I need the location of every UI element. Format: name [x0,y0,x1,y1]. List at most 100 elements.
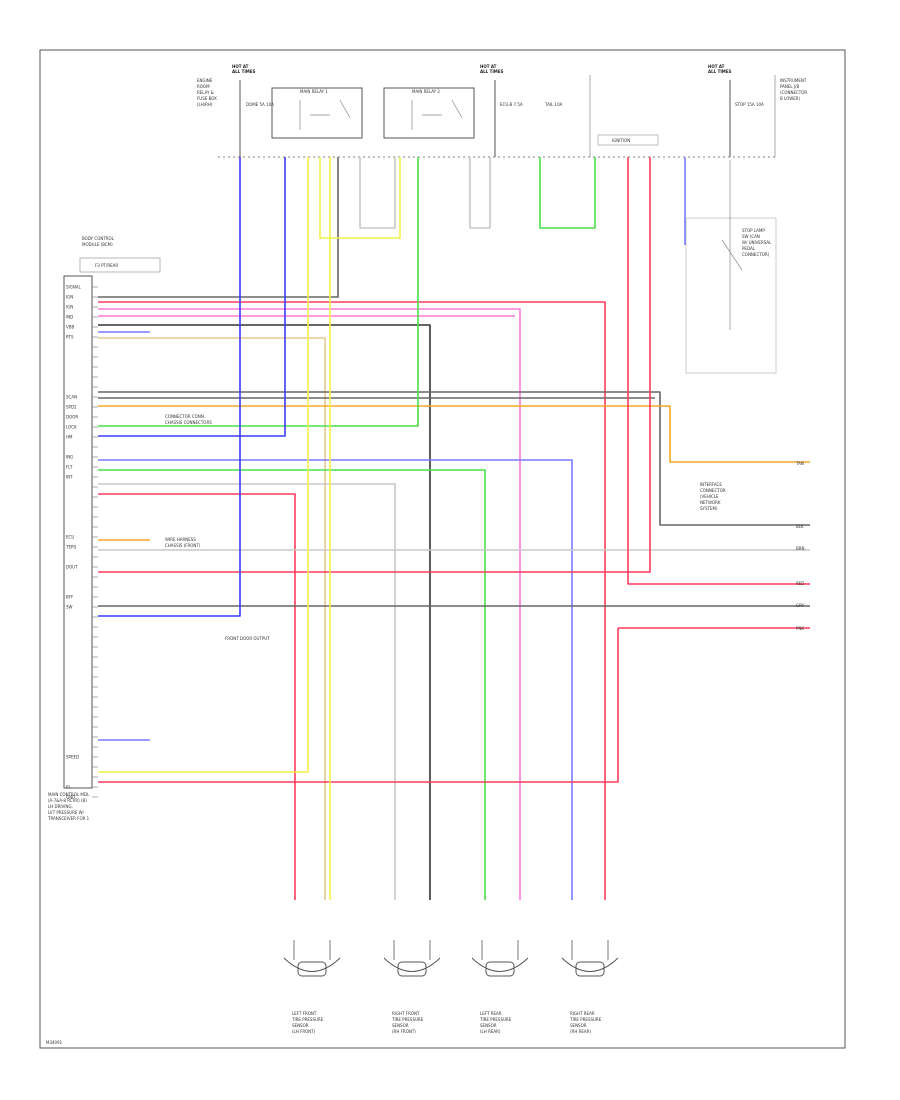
wire-19 [98,157,651,573]
fuse-label-1: DOME 5A 10A [246,102,274,107]
svg-text:TRANSCEIVER FOR 1: TRANSCEIVER FOR 1 [47,816,90,821]
right-wire-label-4: RED [796,581,804,586]
ecu-pin-label: SPD2 [66,405,77,410]
left-rear-sensor-label: LEFT REAR [480,1011,502,1016]
stop-lamp-label: STOP LAMP SW (CAN W/ UNIVERSAL PEDAL CON… [742,228,772,257]
svg-text:NETWORK: NETWORK [700,500,721,505]
footer-code: M34091 [46,1040,63,1045]
right-front-sensor-label: TIRE PRESSURE [391,1017,424,1022]
svg-text:MAIN CONTROL MDL: MAIN CONTROL MDL [48,792,90,797]
right-wire-label-6: PNK [796,626,804,631]
right-wire-label-3: BRN [796,546,805,551]
wire-8 [98,391,810,526]
ecu-pin-label: ECU [66,535,74,540]
ecu-pin-label: LOCK [66,425,77,430]
wire-group [98,157,810,900]
ecu-pin-label: SIGNAL [66,285,82,290]
left-rear-sensor-label: TIRE PRESSURE [479,1017,512,1022]
ecu-pin-label: GND [66,795,75,800]
right-rear-sensor-label: TIRE PRESSURE [569,1017,602,1022]
main-relay-2 [383,87,475,139]
stop-lamp-switch-box [685,217,777,374]
ecu-pin-label: HM [66,435,73,440]
svg-text:INTERFACE: INTERFACE [700,482,722,487]
annotation-4: CHASSIS (FRONT) [165,543,201,548]
right-top-label: INSTRUMENT PANEL J/B (CONNECTOR B LOWER) [780,78,807,101]
wire-2 [98,301,606,900]
wire-16 [98,493,296,900]
left-rear-sensor-label: SENSOR [480,1023,497,1028]
wire-7 [98,337,326,900]
wire-13 [98,459,573,900]
annotation-2: CHASSIS CONNECTORS [165,420,212,425]
bcm-top-connector-label: F3 PT/REAR [95,263,118,268]
svg-text:CONNECTOR): CONNECTOR) [742,252,770,257]
wire-25 [98,157,309,773]
svg-text:B LOWER): B LOWER) [780,96,801,101]
ecu-block [63,275,93,789]
ecu-pin-label: IND [66,315,73,320]
ecu-pin-label: BFF [66,595,74,600]
fuse-label-4: TAIL 10A [544,102,563,107]
right-front-sensor-label: (RH FRONT) [392,1029,416,1034]
ignition-connector [597,134,659,146]
svg-text:(A-7&A-8 RCVR) (B): (A-7&A-8 RCVR) (B) [48,798,87,803]
svg-text:SYSTEM): SYSTEM) [700,506,718,511]
fuse-label-2: ECU-B 7.5A [500,102,523,107]
relay-2-contacts [411,99,463,130]
fuse-group-left-label-2: ALL TIMES [232,69,256,74]
svg-text:SW (CAN: SW (CAN [742,234,760,239]
svg-text:MODULE (BCM): MODULE (BCM) [82,242,113,247]
right-wire-label-5: GRY [796,603,805,608]
diagram-border [39,49,846,1049]
left-front-sensor-label: (LH FRONT) [292,1029,316,1034]
ecu-pin-label: RTS [66,335,74,340]
svg-text:ROOM: ROOM [197,84,210,89]
left-front-sensor-label: LEFT FRONT [292,1011,317,1016]
ecu-pin-label: DOUT [66,565,78,570]
main-relay-1-label: MAIN RELAY 1 [300,89,328,94]
ecu-pin-label: ING [66,455,73,460]
wire-28 [539,157,596,229]
wire-10 [98,405,810,463]
ecu-pin-label: IG [66,785,70,790]
left-rear-sensor-label: (LH REAR) [480,1029,501,1034]
ecu-pin-label: SW [66,605,73,610]
right-rear-sensor-label: RIGHT REAR [570,1011,595,1016]
svg-text:STOP LAMP: STOP LAMP [742,228,765,233]
wire-23 [98,627,810,783]
svg-text:(LH/RH): (LH/RH) [197,102,213,107]
main-relay-2-label: MAIN RELAY 2 [412,89,440,94]
right-wire-label-2: BLK [796,524,804,529]
bcm-top-connector [79,257,161,273]
left-front-sensor-label: TIRE PRESSURE [291,1017,324,1022]
ecu-pin-label: SCAN [66,395,77,400]
annotation-1: CONNECTOR CONN. [165,414,205,419]
wire-21 [98,157,241,617]
ecu-pin-label: INT [66,475,73,480]
right-front-sensor-label: RIGHT FRONT [392,1011,420,1016]
svg-text:(VEHICLE: (VEHICLE [700,494,719,499]
svg-text:LV7 PRESSURE W/: LV7 PRESSURE W/ [48,810,85,815]
right-rear-sensor-label: SENSOR [570,1023,587,1028]
fuse-group-left-label-1: HOT AT [232,64,249,69]
svg-text:RELAY &: RELAY & [197,90,214,95]
wire-14 [98,469,486,900]
ecu-pin-label: FLT [66,465,73,470]
svg-text:PEDAL: PEDAL [742,246,756,251]
ecu-pin-list: SIGNALIGNIGNINDVBBRTSSCANSPD2DOORLOCKHMI… [65,285,98,800]
wire-11 [98,157,419,427]
ecu-title: MAIN CONTROL MDL (A-7&A-8 RCVR) (B) LH D… [47,792,90,821]
wire-12 [98,157,286,437]
ecu-pin-label: IGN [66,295,73,300]
left-front-sensor-label: SENSOR [292,1023,309,1028]
wire-1 [98,157,339,298]
svg-text:PANEL J/B: PANEL J/B [780,84,799,89]
